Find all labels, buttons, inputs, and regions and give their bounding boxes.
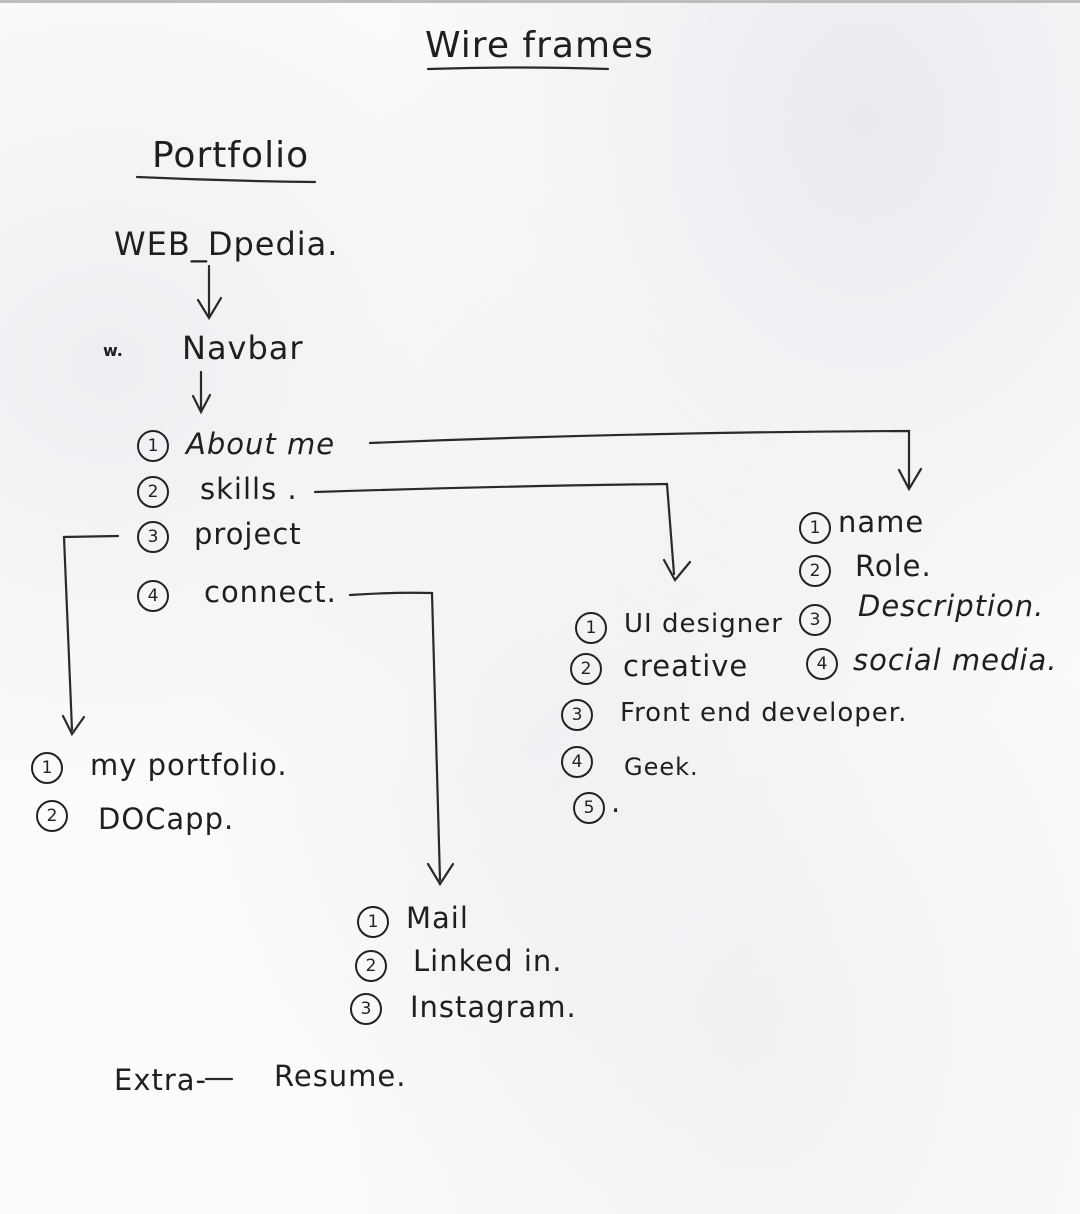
- skills-item-blank: .: [611, 785, 622, 819]
- connect-item-number: 2: [355, 950, 387, 982]
- about-item-number: 4: [806, 648, 838, 680]
- navbar-item-number: 4: [137, 580, 169, 612]
- about-item-number: 2: [799, 555, 831, 587]
- root-node: WEB_Dpedia.: [114, 225, 339, 263]
- skills-item-number: 5: [573, 792, 605, 824]
- navbar-item-skills: skills .: [200, 472, 298, 506]
- navbar-item-about-me: About me: [186, 427, 336, 461]
- project-item-docapp: DOCapp.: [98, 802, 235, 836]
- connector-skills: [313, 482, 676, 576]
- connect-item-number: 3: [350, 993, 382, 1025]
- about-item-number: 3: [799, 604, 831, 636]
- navbar-item-connect: connect.: [204, 575, 337, 609]
- project-item-number: 2: [36, 800, 68, 832]
- extra-label: Extra-: [114, 1063, 208, 1097]
- about-item-number: 1: [799, 512, 831, 544]
- navbar-item-number: 1: [137, 430, 169, 462]
- connect-item-instagram: Instagram.: [410, 990, 577, 1024]
- margin-marker: w.: [103, 341, 123, 360]
- about-item-social-media: social media.: [853, 643, 1058, 677]
- title-underline: [426, 66, 610, 71]
- skills-item-front-end-developer: Front end developer.: [620, 698, 908, 728]
- connector-project: [62, 534, 120, 732]
- skills-item-ui-designer: UI designer: [624, 609, 783, 639]
- about-item-name: name: [838, 505, 925, 539]
- connect-item-number: 1: [357, 906, 389, 938]
- portfolio-underline: [135, 175, 317, 184]
- navbar-node: Navbar: [182, 329, 304, 367]
- skills-item-creative: creative: [623, 649, 749, 683]
- connector-about-me: [368, 429, 911, 488]
- project-item-my-portfolio: my portfolio.: [90, 748, 288, 782]
- project-item-number: 1: [31, 752, 63, 784]
- arrow-about-me-head: [897, 467, 923, 492]
- extra-resume: Resume.: [274, 1059, 407, 1093]
- navbar-item-number: 2: [137, 476, 169, 508]
- skills-item-number: 3: [561, 699, 593, 731]
- skills-item-geek: Geek.: [624, 753, 699, 781]
- about-item-role: Role.: [855, 549, 932, 583]
- skills-item-number: 1: [575, 612, 607, 644]
- connect-item-linkedin: Linked in.: [413, 944, 563, 978]
- navbar-item-number: 3: [137, 521, 169, 553]
- page-title: Wire frames: [425, 25, 654, 66]
- arrow-project-head: [61, 714, 86, 737]
- arrow-root-to-navbar-head: [196, 296, 223, 321]
- arrow-skills-head: [662, 558, 692, 582]
- skills-item-number: 4: [561, 746, 593, 778]
- connect-item-mail: Mail: [406, 901, 469, 935]
- connector-connect: [348, 591, 442, 882]
- about-item-description: Description.: [858, 589, 1045, 623]
- arrow-connect-head: [426, 862, 455, 887]
- arrow-navbar-to-list-head: [191, 393, 212, 415]
- paper-edge: [0, 0, 1080, 3]
- skills-item-number: 2: [570, 653, 602, 685]
- navbar-item-project: project: [194, 517, 302, 551]
- section-title: Portfolio: [152, 135, 310, 176]
